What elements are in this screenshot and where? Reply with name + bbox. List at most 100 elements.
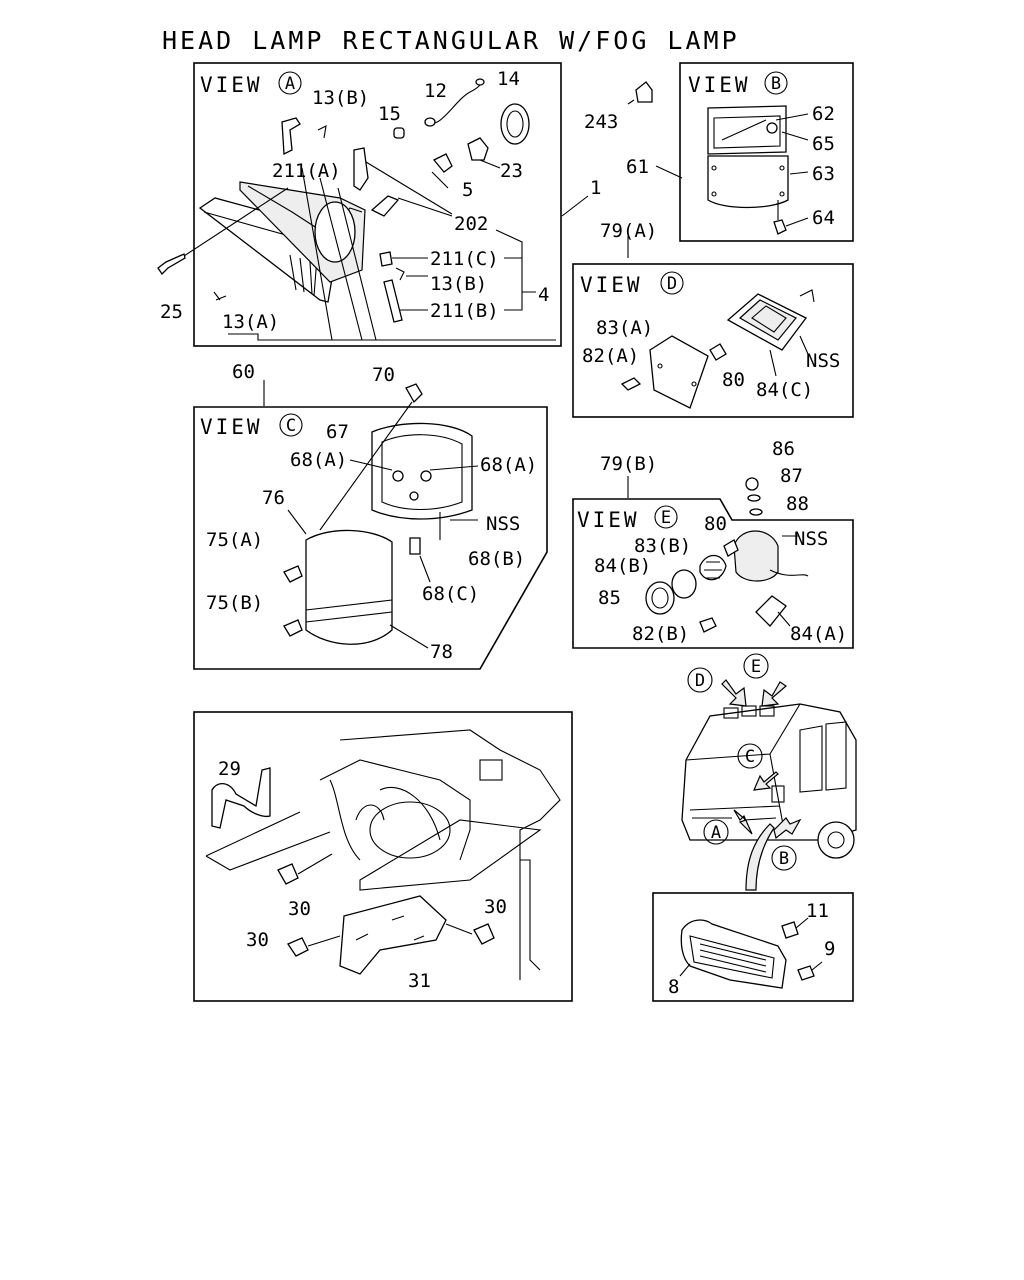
panel-view-b-detail	[652, 892, 854, 1002]
label-12: 12	[424, 80, 447, 102]
lens-63	[707, 155, 789, 209]
truck-wheel	[817, 821, 855, 859]
bulb-65	[766, 122, 778, 134]
label-211c: 211(C)	[430, 248, 499, 270]
panel-view-e: VIEW E	[572, 476, 854, 649]
panel-view-c: VIEW C	[193, 380, 548, 670]
label-30-3: 30	[246, 929, 269, 951]
label-14: 14	[497, 68, 520, 90]
label-79a: 79(A)	[600, 220, 657, 242]
label-15: 15	[378, 103, 401, 125]
label-88: 88	[786, 493, 809, 515]
bulb-80-d	[709, 343, 727, 361]
gasket-67	[371, 422, 473, 520]
panel-view-a: VIEW A	[157, 62, 562, 347]
diagram-title: HEAD LAMP RECTANGULAR W/FOG LAMP	[162, 26, 740, 55]
marker-a: A	[711, 823, 721, 843]
bracket-29	[211, 767, 271, 829]
label-83b: 83(B)	[634, 535, 691, 557]
ring-14	[500, 103, 530, 145]
marker-b: B	[779, 849, 789, 869]
screw-82b	[699, 617, 717, 633]
marker-e: E	[751, 657, 761, 677]
marker-c: C	[745, 747, 755, 767]
label-9: 9	[824, 938, 835, 960]
label-202: 202	[454, 213, 488, 235]
label-79b: 79(B)	[600, 453, 657, 475]
bracket-202b	[370, 195, 400, 217]
view-b-letter: B	[771, 74, 781, 94]
label-1: 1	[590, 177, 601, 199]
label-70: 70	[372, 364, 395, 386]
view-c-letter: C	[286, 416, 296, 436]
label-80-d: 80	[722, 369, 745, 391]
view-a-word: VIEW	[200, 73, 263, 97]
label-82a: 82(A)	[582, 345, 639, 367]
label-nss-c: NSS	[486, 513, 520, 535]
label-85: 85	[598, 587, 621, 609]
view-b-word: VIEW	[688, 73, 751, 97]
washer-87	[747, 494, 761, 502]
panel-bracket-assembly	[193, 711, 573, 1002]
pointer-b	[745, 823, 775, 891]
view-d-word: VIEW	[580, 273, 643, 297]
lamp-body-e	[733, 530, 779, 582]
label-211b: 211(B)	[430, 300, 499, 322]
label-5: 5	[462, 179, 473, 201]
label-29: 29	[218, 758, 241, 780]
view-c-word: VIEW	[200, 415, 263, 439]
label-67: 67	[326, 421, 349, 443]
cover-78	[305, 529, 393, 645]
label-84b: 84(B)	[594, 555, 651, 577]
part-15	[393, 127, 405, 139]
label-84a: 84(A)	[790, 623, 847, 645]
label-68a-2: 68(A)	[480, 454, 537, 476]
label-84c: 84(C)	[756, 379, 813, 401]
label-211a: 211(A)	[272, 160, 341, 182]
callout-labels: 13(B) 12 14 15 211(A) 23 5 202 211(C) 1 3…	[160, 68, 847, 998]
bracket-211a	[281, 117, 301, 156]
arrow-c	[753, 771, 779, 791]
label-25: 25	[160, 301, 183, 323]
screw-25	[157, 253, 186, 276]
bolt-30c	[473, 923, 495, 945]
vehicle-view: D E C A B	[681, 653, 857, 891]
label-86: 86	[772, 438, 795, 460]
lens-83b	[699, 554, 727, 581]
label-13b-1: 13(B)	[312, 87, 369, 109]
label-68c: 68(C)	[422, 583, 479, 605]
arrow-a	[733, 809, 753, 835]
ring-85	[645, 581, 675, 615]
label-11: 11	[806, 900, 829, 922]
view-e-letter: E	[661, 508, 671, 528]
label-23: 23	[500, 160, 523, 182]
truck-cab	[681, 703, 857, 841]
bulb-80-e	[723, 539, 739, 557]
label-nss-e: NSS	[794, 528, 828, 550]
washer-88	[749, 508, 763, 516]
part-243	[627, 81, 653, 105]
panel-view-b: VIEW B	[679, 62, 854, 242]
bracket-31	[339, 895, 447, 975]
label-75b: 75(B)	[206, 592, 263, 614]
label-30-1: 30	[288, 898, 311, 920]
nut-211c	[379, 251, 393, 267]
label-8: 8	[668, 976, 679, 998]
arrow-e	[761, 681, 787, 707]
label-87: 87	[780, 465, 803, 487]
label-68a-1: 68(A)	[290, 449, 347, 471]
label-243: 243	[584, 111, 618, 133]
label-68b: 68(B)	[468, 548, 525, 570]
arrow-b	[773, 817, 802, 840]
label-61: 61	[626, 156, 649, 178]
bulb-68c	[409, 537, 421, 555]
view-e-word: VIEW	[577, 508, 640, 532]
label-76: 76	[262, 487, 285, 509]
label-65: 65	[812, 133, 835, 155]
bracket-202a	[353, 147, 369, 191]
view-a-letter: A	[285, 74, 295, 94]
gasket-84b	[671, 569, 697, 599]
clip-11	[781, 921, 799, 939]
label-83a: 83(A)	[596, 317, 653, 339]
